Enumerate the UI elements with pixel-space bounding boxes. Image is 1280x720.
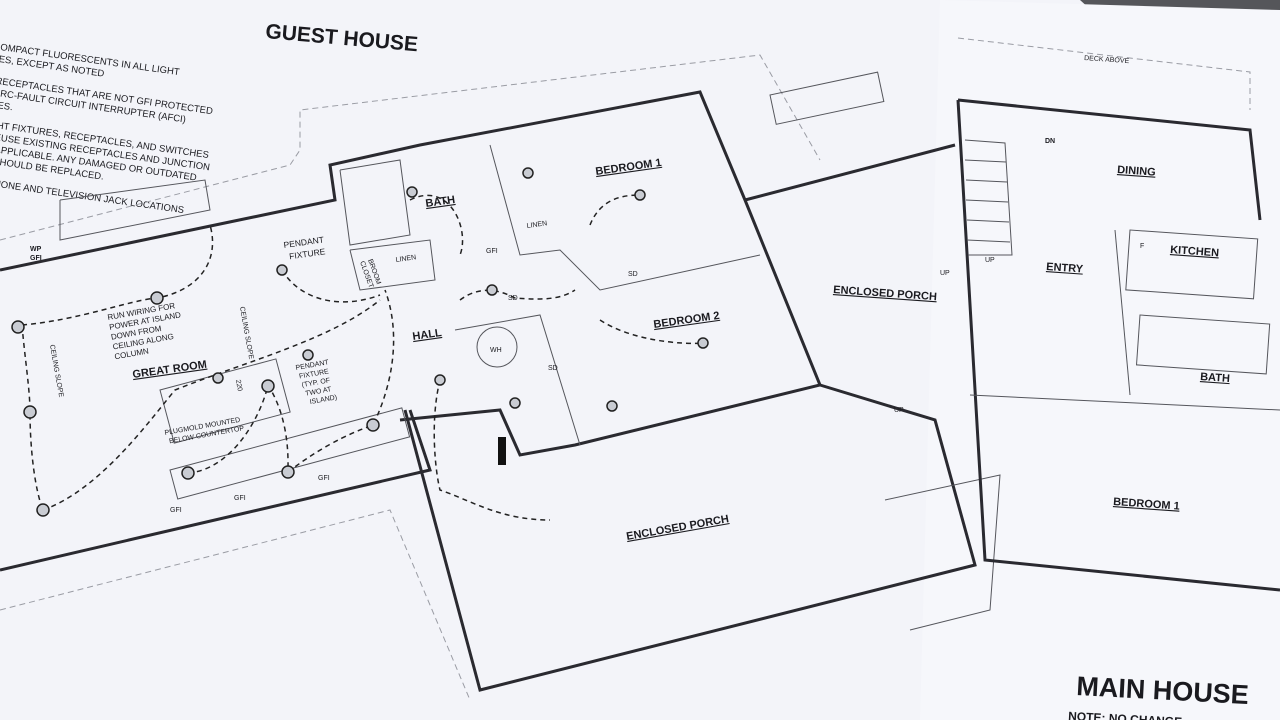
roof-outline-lower [0,509,471,701]
wiring [409,194,464,256]
closets [349,239,436,291]
light-icon [486,284,498,296]
wp-label: WP [30,246,42,253]
wiring [42,299,381,511]
main-house-note: NOTE: NO CHANGE [1068,709,1183,720]
wiring [21,324,44,511]
guest-house-lower-wall [0,409,432,572]
220v-label: 220 [234,379,243,392]
smoke-detector-label: SD [548,365,558,372]
interior-wall [969,394,1280,411]
up-label: UP [940,270,950,277]
wiring [599,319,706,345]
connector-wall [744,143,956,202]
light-icon [509,397,521,409]
main-house-wall [957,98,1262,221]
room-label-kitchen: KITCHEN [1170,244,1220,259]
ceiling-light-icon [150,291,164,305]
gfi-label: GFI [486,248,498,255]
ceiling-light-icon [11,320,25,334]
room-label-dining: DINING [1117,164,1156,179]
roof-outline [0,54,821,241]
room-label-bedroom-1: BEDROOM 1 [1113,496,1180,513]
wiring [287,289,395,473]
main-house-plan: DECK ABOVE DN UP UP F DINING ENTRY KITCH… [940,37,1280,720]
wiring [433,379,551,521]
pendant-light-icon [302,349,314,361]
up-label: UP [985,257,995,264]
room-label-bath: BATH [425,194,456,210]
wiring [281,269,381,303]
room-label-hall: HALL [412,327,443,343]
ceiling-light-icon [23,405,37,419]
ceiling-light-icon [366,418,380,432]
bay [59,179,211,241]
light-icon [522,167,534,179]
gfi-label: GFI [234,495,246,502]
stairs [964,139,1013,256]
ceiling-light-icon [36,503,50,517]
interior-walls [489,144,761,291]
light-icon [697,337,709,349]
deck-outline [957,37,1251,110]
linen-label: LINEN [395,254,416,264]
ceiling-light-icon [181,466,195,480]
ceiling-light-icon [261,379,275,393]
water-heater [476,326,518,368]
hall-walls [454,314,581,446]
wiring [459,289,576,301]
gfi-label: GFI [30,255,42,262]
light-icon [606,400,618,412]
light-fixture-icons [11,167,709,517]
interior-wall [1114,229,1131,396]
stair-treads [964,159,1011,243]
water-heater-label: WH [490,347,502,354]
gfi-label: GFI [170,507,182,514]
light-icon [634,189,646,201]
main-house-sheet [920,0,1280,720]
linen-label: LINEN [526,220,547,230]
main-house-wall [956,99,1280,592]
room-label-bath: BATH [1200,371,1231,385]
porch-steps [884,474,1001,631]
room-label-entry: ENTRY [1046,261,1084,276]
up-label: UP [894,407,904,414]
gfi-label: GFI [318,475,330,482]
smoke-detector-label: SD [628,271,638,278]
f-label: F [1140,243,1144,250]
panel [498,437,506,465]
smoke-detector-label: SD [508,295,518,302]
note-line: (TYP. OF [301,377,330,389]
note-line: LES. [0,100,13,114]
dn-label: DN [1045,138,1055,145]
shower [339,159,411,246]
pendant-light-icon [212,372,224,384]
light-icon [434,374,446,386]
bathtub [1135,314,1271,375]
exhaust-fan-icon [406,186,418,198]
note-line: ISLAND) [309,394,337,406]
deck-above-label: DECK ABOVE [1084,55,1130,65]
step [769,71,885,125]
pendant-light-icon [276,264,288,276]
porch-wall [403,383,977,692]
ceiling-light-icon [281,465,295,479]
note-line: TWO AT [305,386,333,398]
kitchen-counter [1125,229,1259,300]
